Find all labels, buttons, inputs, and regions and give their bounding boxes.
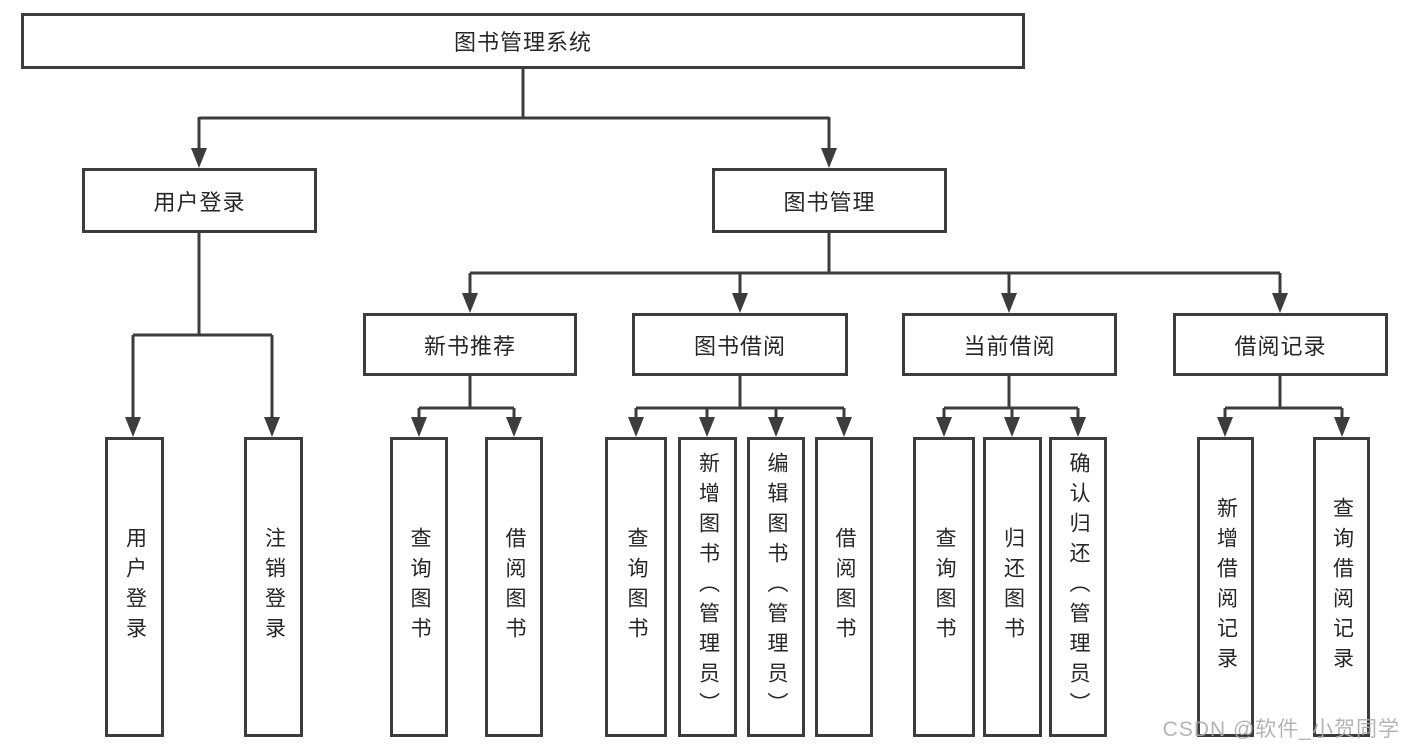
node-label: 借阅记录 [1234, 333, 1327, 359]
node-user-login: 用户登录 [82, 168, 317, 233]
leaf-label: 借阅图书 [833, 527, 857, 647]
leaf-label: 查询借阅记录 [1330, 497, 1354, 677]
leaf-logout: 注销登录 [244, 437, 303, 737]
leaf-add-borrow-record: 新增借阅记录 [1197, 437, 1254, 737]
leaf-label: 查询图书 [933, 527, 957, 647]
leaf-label: 确认归还（管理员） [1067, 452, 1091, 722]
leaf-label: 归还图书 [1001, 527, 1025, 647]
node-label: 新书推荐 [423, 333, 516, 359]
leaf-add-book-admin: 新增图书（管理员） [678, 437, 737, 737]
leaf-label: 编辑图书（管理员） [765, 452, 789, 722]
leaf-return-book: 归还图书 [983, 437, 1042, 737]
leaf-query-borrow-record: 查询借阅记录 [1313, 437, 1370, 737]
node-library-management-system: 图书管理系统 [21, 13, 1025, 69]
leaf-label: 注销登录 [262, 527, 286, 647]
leaf-label: 新增图书（管理员） [696, 452, 720, 722]
leaf-label: 用户登录 [123, 527, 147, 647]
node-borrow-record: 借阅记录 [1173, 313, 1388, 376]
leaf-user-login: 用户登录 [105, 437, 164, 737]
leaf-label: 查询图书 [408, 527, 432, 647]
node-label: 用户登录 [153, 189, 246, 215]
leaf-label: 借阅图书 [503, 527, 527, 647]
node-current-borrow: 当前借阅 [902, 313, 1117, 376]
node-book-borrow: 图书借阅 [632, 313, 848, 376]
csdn-watermark: CSDN @软件_小贺同学 [1162, 718, 1400, 741]
node-label: 图书管理 [783, 189, 876, 215]
leaf-query-books-recommend: 查询图书 [390, 437, 448, 737]
node-label: 图书管理系统 [453, 30, 592, 55]
leaf-label: 查询图书 [625, 527, 649, 647]
leaf-query-books-borrow: 查询图书 [605, 437, 667, 737]
leaf-edit-book-admin: 编辑图书（管理员） [747, 437, 805, 737]
leaf-confirm-return-admin: 确认归还（管理员） [1049, 437, 1107, 737]
leaf-query-books-current: 查询图书 [913, 437, 975, 737]
leaf-borrow-books-recommend: 借阅图书 [485, 437, 543, 737]
node-label: 图书借阅 [693, 333, 786, 359]
node-label: 当前借阅 [963, 333, 1056, 359]
node-book-management: 图书管理 [712, 168, 947, 233]
node-new-book-recommend: 新书推荐 [363, 313, 577, 376]
leaf-label: 新增借阅记录 [1214, 497, 1238, 677]
leaf-borrow-books: 借阅图书 [815, 437, 873, 737]
